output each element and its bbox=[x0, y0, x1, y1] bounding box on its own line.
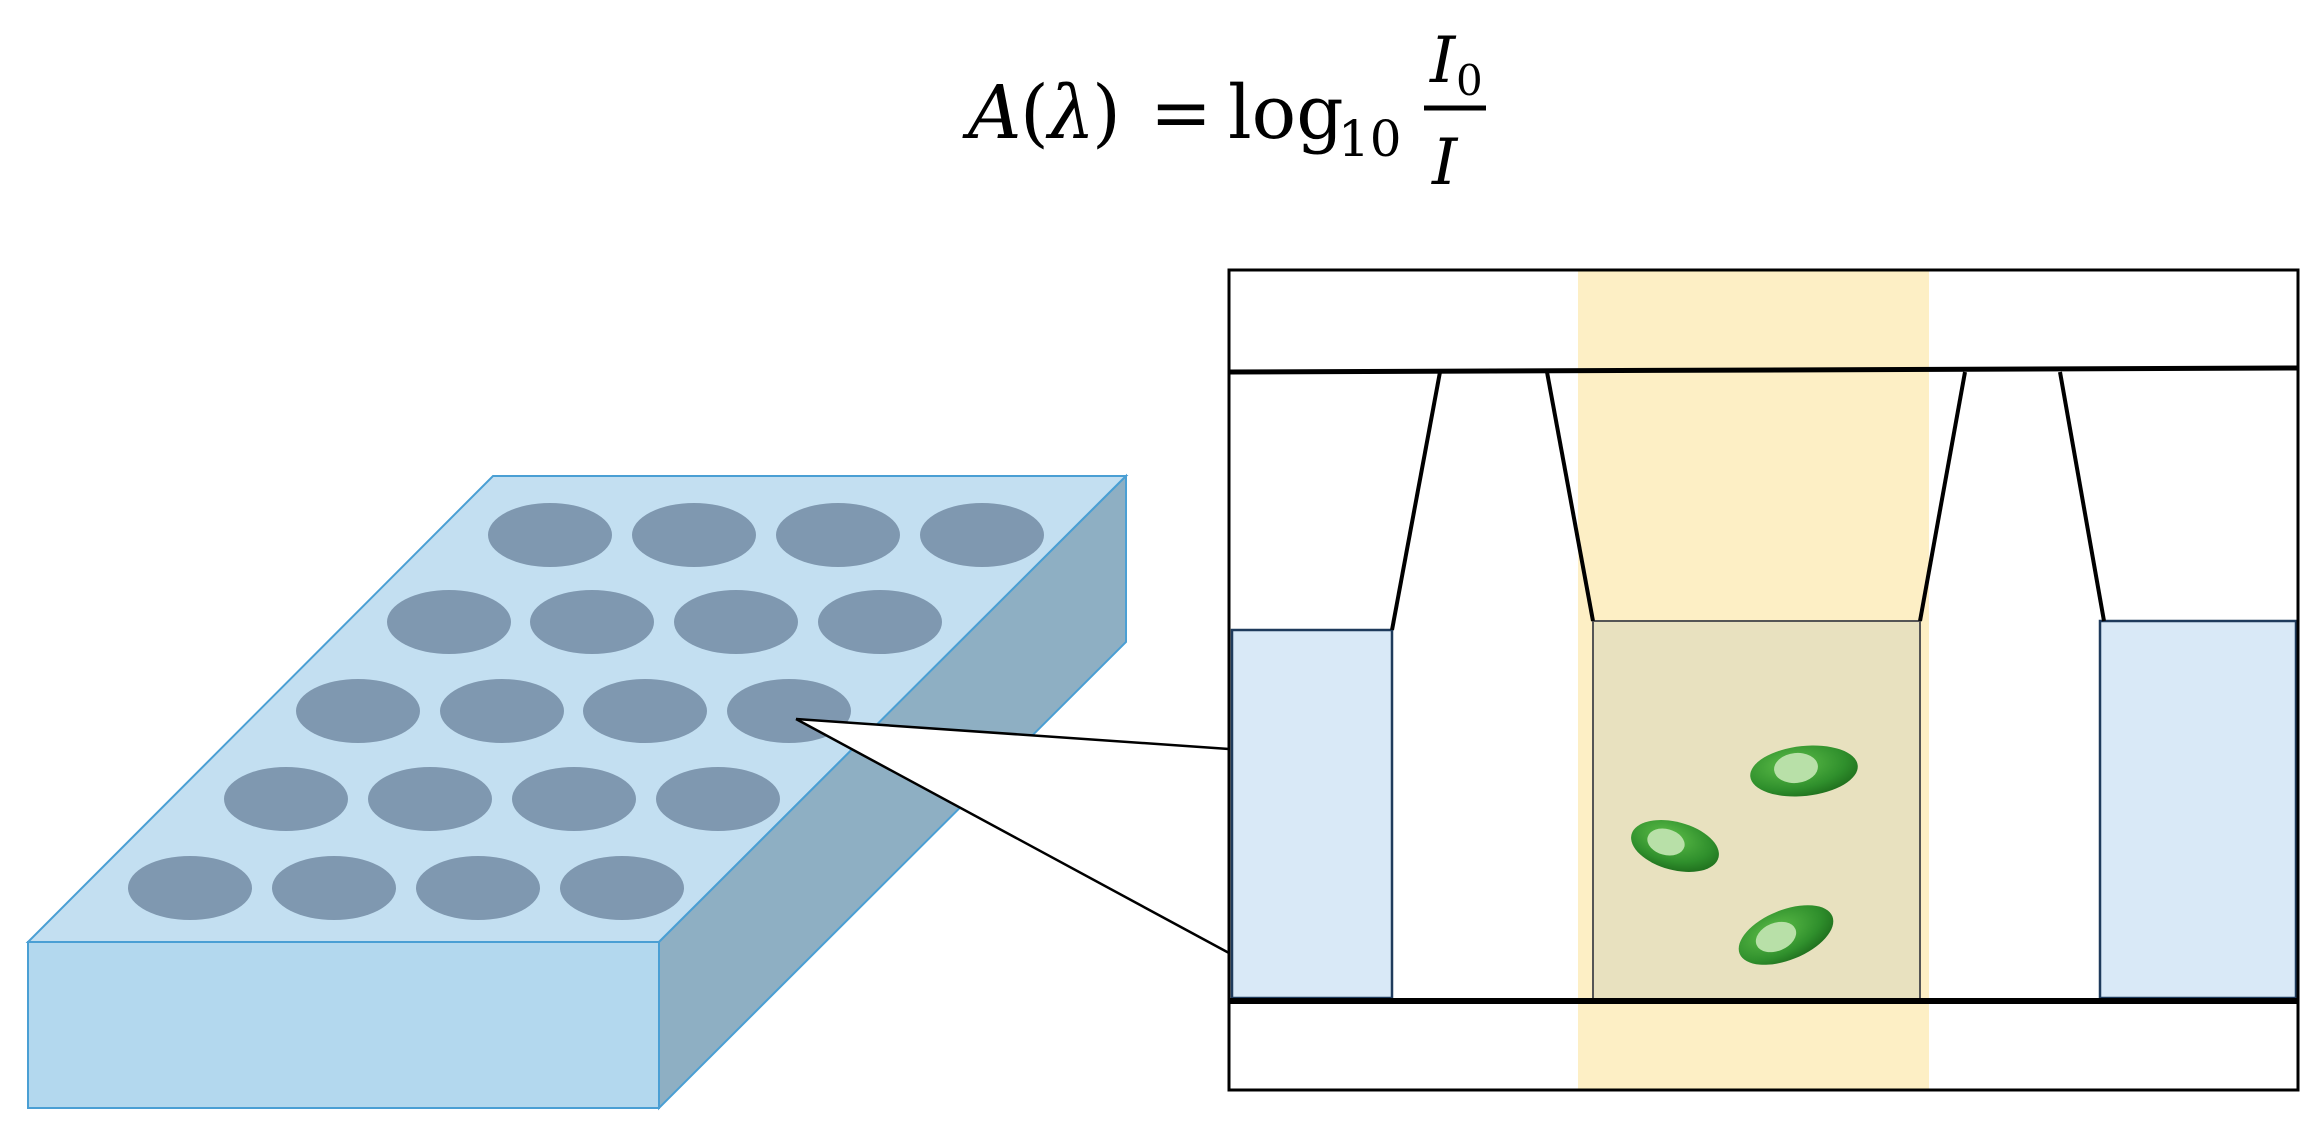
plate-well[interactable] bbox=[128, 856, 252, 920]
equation-log-base: 10 bbox=[1338, 110, 1402, 168]
plate-well[interactable] bbox=[530, 590, 654, 654]
cross-section-frame bbox=[1227, 268, 2300, 1092]
plate-well[interactable] bbox=[488, 503, 612, 567]
right-well-content bbox=[2098, 619, 2298, 1000]
plate-well[interactable] bbox=[512, 767, 636, 831]
well-row-1 bbox=[488, 503, 1044, 567]
plate-well[interactable] bbox=[632, 503, 756, 567]
plate-well[interactable] bbox=[560, 856, 684, 920]
zoom-line-top bbox=[795, 717, 1230, 751]
plate-well[interactable] bbox=[674, 590, 798, 654]
equation-lambda: λ bbox=[1045, 70, 1095, 156]
cross-section bbox=[1227, 268, 2300, 1092]
microplate bbox=[25, 473, 1129, 1111]
plate-top-line bbox=[1228, 365, 2299, 375]
equation-equals: = bbox=[1150, 70, 1212, 156]
plate-well[interactable] bbox=[818, 590, 942, 654]
cell bbox=[1750, 745, 1858, 797]
left-well-content bbox=[1230, 628, 1394, 1000]
well-wall bbox=[1390, 371, 1442, 631]
plate-well[interactable] bbox=[920, 503, 1044, 567]
well-wall bbox=[2058, 371, 2106, 622]
equation-open-paren: ( bbox=[1020, 70, 1049, 156]
plate-well[interactable] bbox=[416, 856, 540, 920]
plate-well[interactable] bbox=[387, 590, 511, 654]
well-wall bbox=[1918, 371, 1967, 622]
well-row-5 bbox=[128, 856, 684, 920]
plate-front-face bbox=[27, 941, 660, 1109]
equation-lhs-var: A bbox=[962, 70, 1021, 156]
well-wall bbox=[1545, 371, 1595, 622]
well-row-4 bbox=[224, 767, 780, 831]
zoom-line-bottom bbox=[795, 717, 1230, 955]
plate-well[interactable] bbox=[776, 503, 900, 567]
plate-well[interactable] bbox=[368, 767, 492, 831]
absorbance-equation: A ( λ ) = log 10 I 0 I bbox=[962, 24, 1486, 200]
well-row-2 bbox=[387, 590, 942, 654]
equation-numerator: I bbox=[1429, 24, 1457, 98]
cell bbox=[1738, 905, 1834, 965]
plate-well[interactable] bbox=[224, 767, 348, 831]
cell bbox=[1631, 820, 1719, 872]
zoom-callout bbox=[795, 717, 1230, 955]
plate-side-face bbox=[658, 473, 1127, 1111]
equation-numerator-subscript: 0 bbox=[1456, 56, 1483, 105]
plate-well[interactable] bbox=[583, 679, 707, 743]
plate-well[interactable] bbox=[656, 767, 780, 831]
equation-log: log bbox=[1228, 70, 1344, 156]
plate-well[interactable] bbox=[296, 679, 420, 743]
well-row-3 bbox=[296, 679, 851, 743]
equation-close-paren: ) bbox=[1092, 70, 1121, 156]
equation-fraction: I 0 I bbox=[1424, 24, 1486, 200]
plate-well[interactable] bbox=[440, 679, 564, 743]
plate-well[interactable] bbox=[272, 856, 396, 920]
equation-denominator: I bbox=[1431, 126, 1459, 200]
